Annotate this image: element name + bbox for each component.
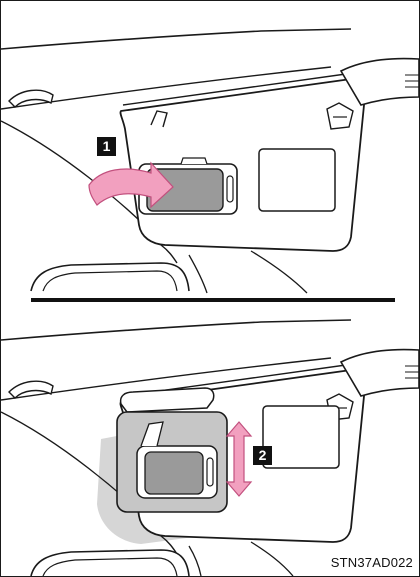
step-1-badge: 1 [97,137,116,156]
step-1-panel: 1 [1,1,419,297]
step-2-illustration [1,304,419,576]
figure-code: STN37AD022 [331,555,413,570]
step-2-panel: 2 [1,304,419,576]
step-1-illustration [1,1,419,297]
panel-separator [31,298,395,302]
step-2-badge: 2 [253,446,272,465]
